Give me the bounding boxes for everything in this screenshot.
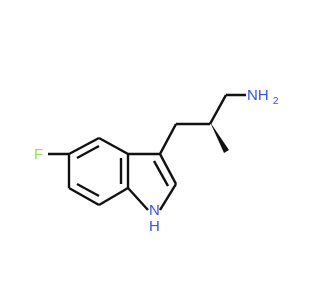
bond-c3-ch2 [158,123,178,155]
bond-double-c3-c2 [152,160,170,187]
indole-hydrogen-label: H [149,218,160,235]
amine-h-count: 2 [273,96,279,107]
indole-nitrogen-label: N [149,202,160,219]
molecule-structure: F NH 2 N H [34,87,279,235]
bond-c2-n1 [158,183,178,211]
bond-c3-c2 [158,153,178,185]
fluorine-label: F [34,146,43,163]
bond-double-c6-c7 [76,182,100,198]
amine-nh-text: NH [247,87,269,104]
bond-chiral-ch2n [208,94,228,125]
stereo-wedge-methyl [210,122,229,153]
bond-c6-c7 [68,186,100,207]
bond-c7-c7a [98,186,129,207]
structure-canvas: F NH 2 N H [34,87,279,235]
amine-label: NH 2 [247,87,279,107]
bond-c3a-c4 [98,136,129,156]
bond-c4-c5 [68,136,100,156]
bond-double-c4-c5 [76,144,100,160]
bond-n1-c7a [127,187,149,211]
